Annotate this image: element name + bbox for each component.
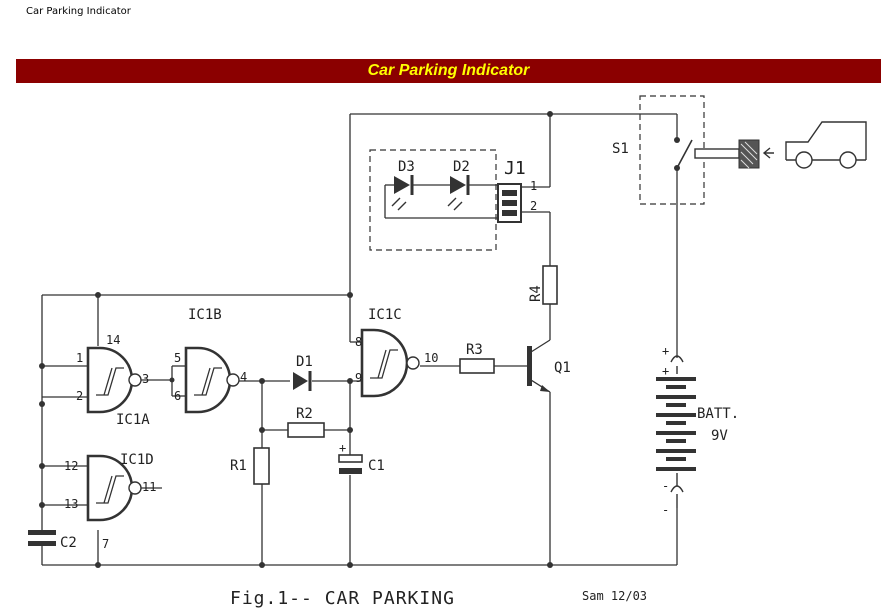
- battery-icon: [656, 355, 696, 508]
- label-c2: C2: [60, 535, 77, 551]
- wires: [41, 113, 678, 566]
- window-title: Car Parking Indicator: [26, 6, 131, 17]
- batt-minus-outer: -: [662, 503, 669, 517]
- label-r3: R3: [466, 342, 483, 358]
- switch-s1-box: [639, 95, 705, 205]
- ic1a-gate: [86, 346, 134, 414]
- pin-10: 10: [424, 351, 438, 365]
- nand-gates: [86, 328, 409, 522]
- switch-s1: [674, 137, 760, 171]
- pin-3: 3: [142, 372, 149, 386]
- gate-bubbles: [128, 356, 420, 495]
- pin-14: 14: [106, 333, 120, 347]
- transistor-q1: [527, 346, 550, 392]
- signature: Sam 12/03: [582, 589, 647, 603]
- diode-d1: [293, 371, 312, 391]
- resistor-r4: [542, 265, 558, 305]
- figure-caption: Fig.1-- CAR PARKING: [230, 588, 455, 609]
- batt-plus-outer: +: [662, 344, 669, 358]
- pin-4: 4: [240, 370, 247, 384]
- ic1c-gate: [360, 328, 409, 398]
- pin-12: 12: [64, 459, 78, 473]
- label-batt: BATT.: [697, 406, 739, 422]
- pin-6: 6: [174, 389, 181, 403]
- label-ic1c: IC1C: [368, 307, 402, 323]
- label-r4: R4: [528, 285, 544, 302]
- pin-8: 8: [355, 335, 362, 349]
- label-d1: D1: [296, 354, 313, 370]
- pin-j1-2: 2: [530, 199, 537, 213]
- pin-1: 1: [76, 351, 83, 365]
- label-d3: D3: [398, 159, 415, 175]
- label-s1: S1: [612, 141, 629, 157]
- batt-plus-inner: +: [662, 364, 669, 378]
- pin-5: 5: [174, 351, 181, 365]
- resistor-r2: [287, 422, 325, 438]
- pin-7: 7: [102, 537, 109, 551]
- label-ic1d: IC1D: [120, 452, 154, 468]
- label-d2: D2: [453, 159, 470, 175]
- resistors: [253, 265, 558, 485]
- resistor-r1: [253, 447, 270, 485]
- pin-13: 13: [64, 497, 78, 511]
- led-d3: [391, 175, 414, 211]
- capacitor-c2: [28, 530, 56, 546]
- label-c1: C1: [368, 458, 385, 474]
- title-banner: Car Parking Indicator: [16, 59, 881, 83]
- pin-j1-1: 1: [530, 179, 537, 193]
- label-ic1b: IC1B: [188, 307, 222, 323]
- capacitor-c1: [338, 454, 363, 474]
- label-q1: Q1: [554, 360, 571, 376]
- batt-minus-inner: -: [662, 479, 669, 493]
- schmitt-symbols: [96, 349, 398, 504]
- label-batt-voltage: 9V: [711, 428, 728, 444]
- label-j1: J1: [504, 158, 526, 179]
- resistor-r3: [459, 358, 495, 374]
- junction-dots: [39, 111, 553, 568]
- led-module-box: [369, 149, 497, 251]
- label-ic1a: IC1A: [116, 412, 150, 428]
- c1-plus: +: [339, 441, 346, 455]
- ic1b-gate: [184, 346, 232, 414]
- led-d2: [447, 175, 470, 211]
- car-icon: [762, 121, 867, 169]
- connector-j1: [497, 183, 522, 223]
- page-title: Car Parking Indicator: [367, 62, 530, 79]
- label-r1: R1: [230, 458, 247, 474]
- label-r2: R2: [296, 406, 313, 422]
- pin-9: 9: [355, 371, 362, 385]
- pin-11: 11: [142, 480, 156, 494]
- pin-2: 2: [76, 389, 83, 403]
